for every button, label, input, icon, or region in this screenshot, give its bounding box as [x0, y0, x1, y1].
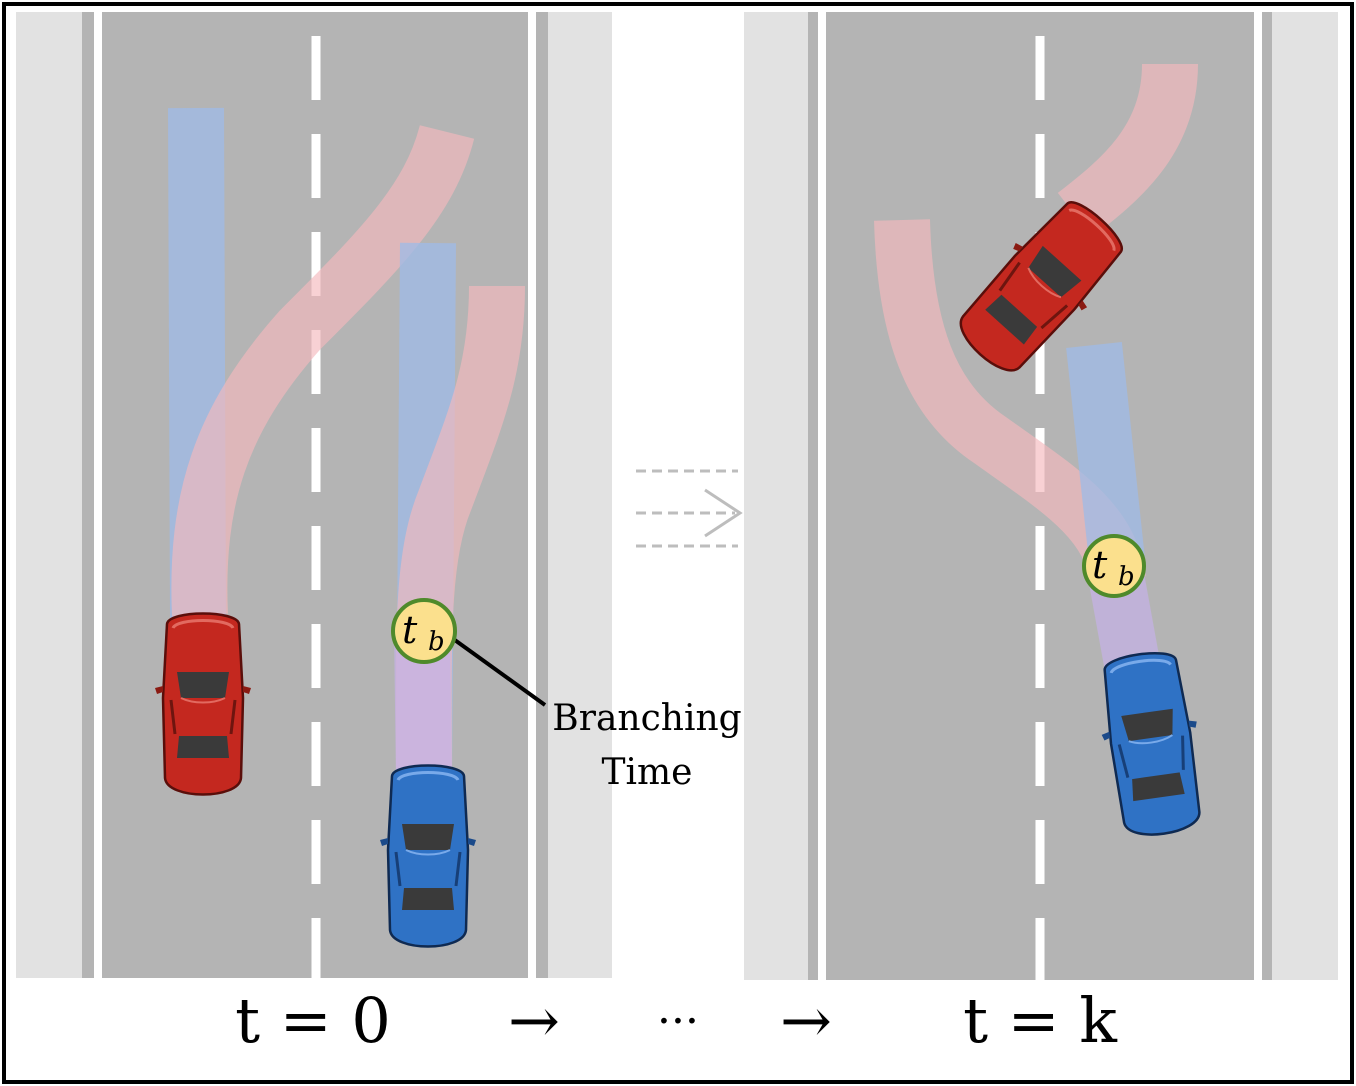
blue-car: [378, 764, 478, 948]
marker-symbol: t: [1092, 543, 1108, 587]
transition-arrow-icon: [636, 469, 743, 548]
marker-subscript: b: [428, 627, 445, 657]
branching-time-leader-line: [450, 636, 547, 707]
road-edge-line-right: [1254, 12, 1262, 980]
blue-car-straight-trajectory: [1066, 342, 1146, 573]
sequence-ellipsis: ···: [657, 996, 699, 1047]
red-car-lane-change-trajectory: [171, 124, 475, 617]
scene-tk: t b: [744, 12, 1338, 980]
annotation-line-1: Branching: [552, 698, 741, 739]
scene-t0: t b Branching Time: [16, 12, 742, 978]
sequence-arrow-1: →: [508, 984, 560, 1057]
marker-symbol: t: [402, 608, 418, 652]
annotation-line-2: Time: [602, 752, 693, 793]
marker-subscript: b: [1118, 562, 1135, 592]
time-label-end: t = k: [963, 984, 1117, 1057]
sequence-arrow-2: →: [780, 984, 832, 1057]
branching-time-marker: t b: [391, 598, 457, 664]
red-car-past-trajectory: [1057, 62, 1198, 238]
time-label-start: t = 0: [235, 984, 391, 1057]
road-edge-line-left: [94, 12, 102, 978]
red-car: [153, 612, 253, 796]
branching-time-marker: t b: [1082, 534, 1146, 598]
road-edge-line-right: [528, 12, 536, 978]
road-edge-line-left: [818, 12, 826, 980]
